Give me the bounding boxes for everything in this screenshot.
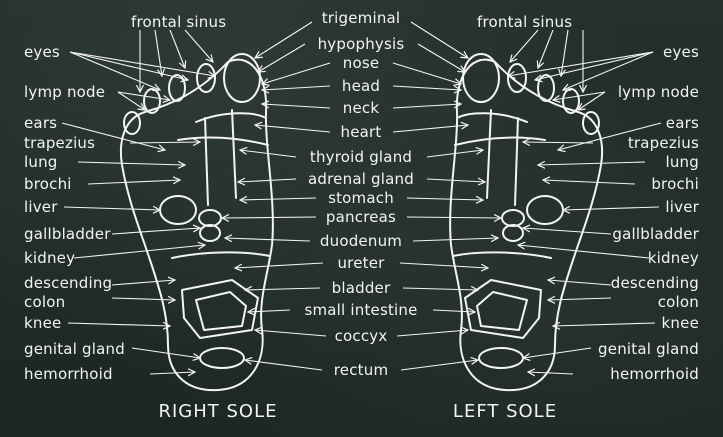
right-label-descending: descending — [24, 274, 113, 292]
label-stomach: stomach — [328, 189, 394, 207]
left-sole-arrows — [508, 29, 662, 374]
label-thyroid-gland: thyroid gland — [309, 148, 413, 166]
right-label-lymp-node: lymp node — [24, 83, 106, 101]
left-label-eyes: eyes — [663, 43, 699, 61]
right-label-genital-gland: genital gland — [24, 340, 125, 358]
right-label-hemorrhoid: hemorrhoid — [24, 365, 113, 383]
right-label-trapezius: trapezius — [24, 134, 96, 152]
left-label-descending: descending — [610, 274, 699, 292]
left-label-gallbladder: gallbladder — [612, 225, 699, 243]
right-label-kidney: kidney — [24, 249, 76, 267]
title-right-sole: RIGHT SOLE — [158, 401, 278, 422]
left-label-lung: lung — [665, 153, 699, 171]
left-sole-outline — [449, 53, 604, 392]
label-head: head — [341, 77, 381, 95]
right-label-frontal-sinus: frontal sinus — [131, 13, 227, 31]
label-coccyx: coccyx — [334, 327, 388, 345]
right-label-gallbladder: gallbladder — [24, 225, 111, 243]
label-trigeminal: trigeminal — [321, 9, 401, 27]
label-rectum: rectum — [333, 361, 389, 379]
left-label-colon: colon — [657, 293, 699, 311]
left-label-hemorrhoid: hemorrhoid — [610, 365, 699, 383]
left-label-kidney: kidney — [647, 249, 699, 267]
right-sole-arrows — [61, 29, 215, 374]
label-duodenum: duodenum — [319, 232, 403, 250]
label-adrenal-gland: adrenal gland — [308, 170, 414, 188]
label-pancreas: pancreas — [325, 208, 397, 226]
right-label-brochi: brochi — [24, 175, 72, 193]
left-label-genital-gland: genital gland — [598, 340, 699, 358]
label-neck: neck — [342, 99, 380, 117]
left-label-ears: ears — [665, 114, 699, 132]
label-small-intestine: small intestine — [304, 301, 418, 319]
label-hypophysis: hypophysis — [317, 35, 405, 53]
right-label-eyes: eyes — [24, 43, 60, 61]
left-label-trapezius: trapezius — [627, 134, 699, 152]
left-label-frontal-sinus: frontal sinus — [477, 13, 573, 31]
label-heart: heart — [340, 123, 382, 141]
right-label-knee: knee — [24, 314, 62, 332]
right-label-liver: liver — [24, 198, 58, 216]
label-nose: nose — [342, 54, 380, 72]
right-label-lung: lung — [24, 153, 58, 171]
left-label-liver: liver — [665, 198, 699, 216]
label-ureter: ureter — [337, 254, 385, 272]
label-bladder: bladder — [331, 279, 391, 297]
center-arrows — [222, 21, 501, 371]
right-label-ears: ears — [24, 114, 58, 132]
right-label-colon: colon — [24, 293, 66, 311]
left-label-knee: knee — [661, 314, 699, 332]
left-label-lymp-node: lymp node — [617, 83, 699, 101]
title-left-sole: LEFT SOLE — [452, 401, 558, 422]
right-sole-outline — [119, 53, 274, 392]
left-label-brochi: brochi — [651, 175, 699, 193]
